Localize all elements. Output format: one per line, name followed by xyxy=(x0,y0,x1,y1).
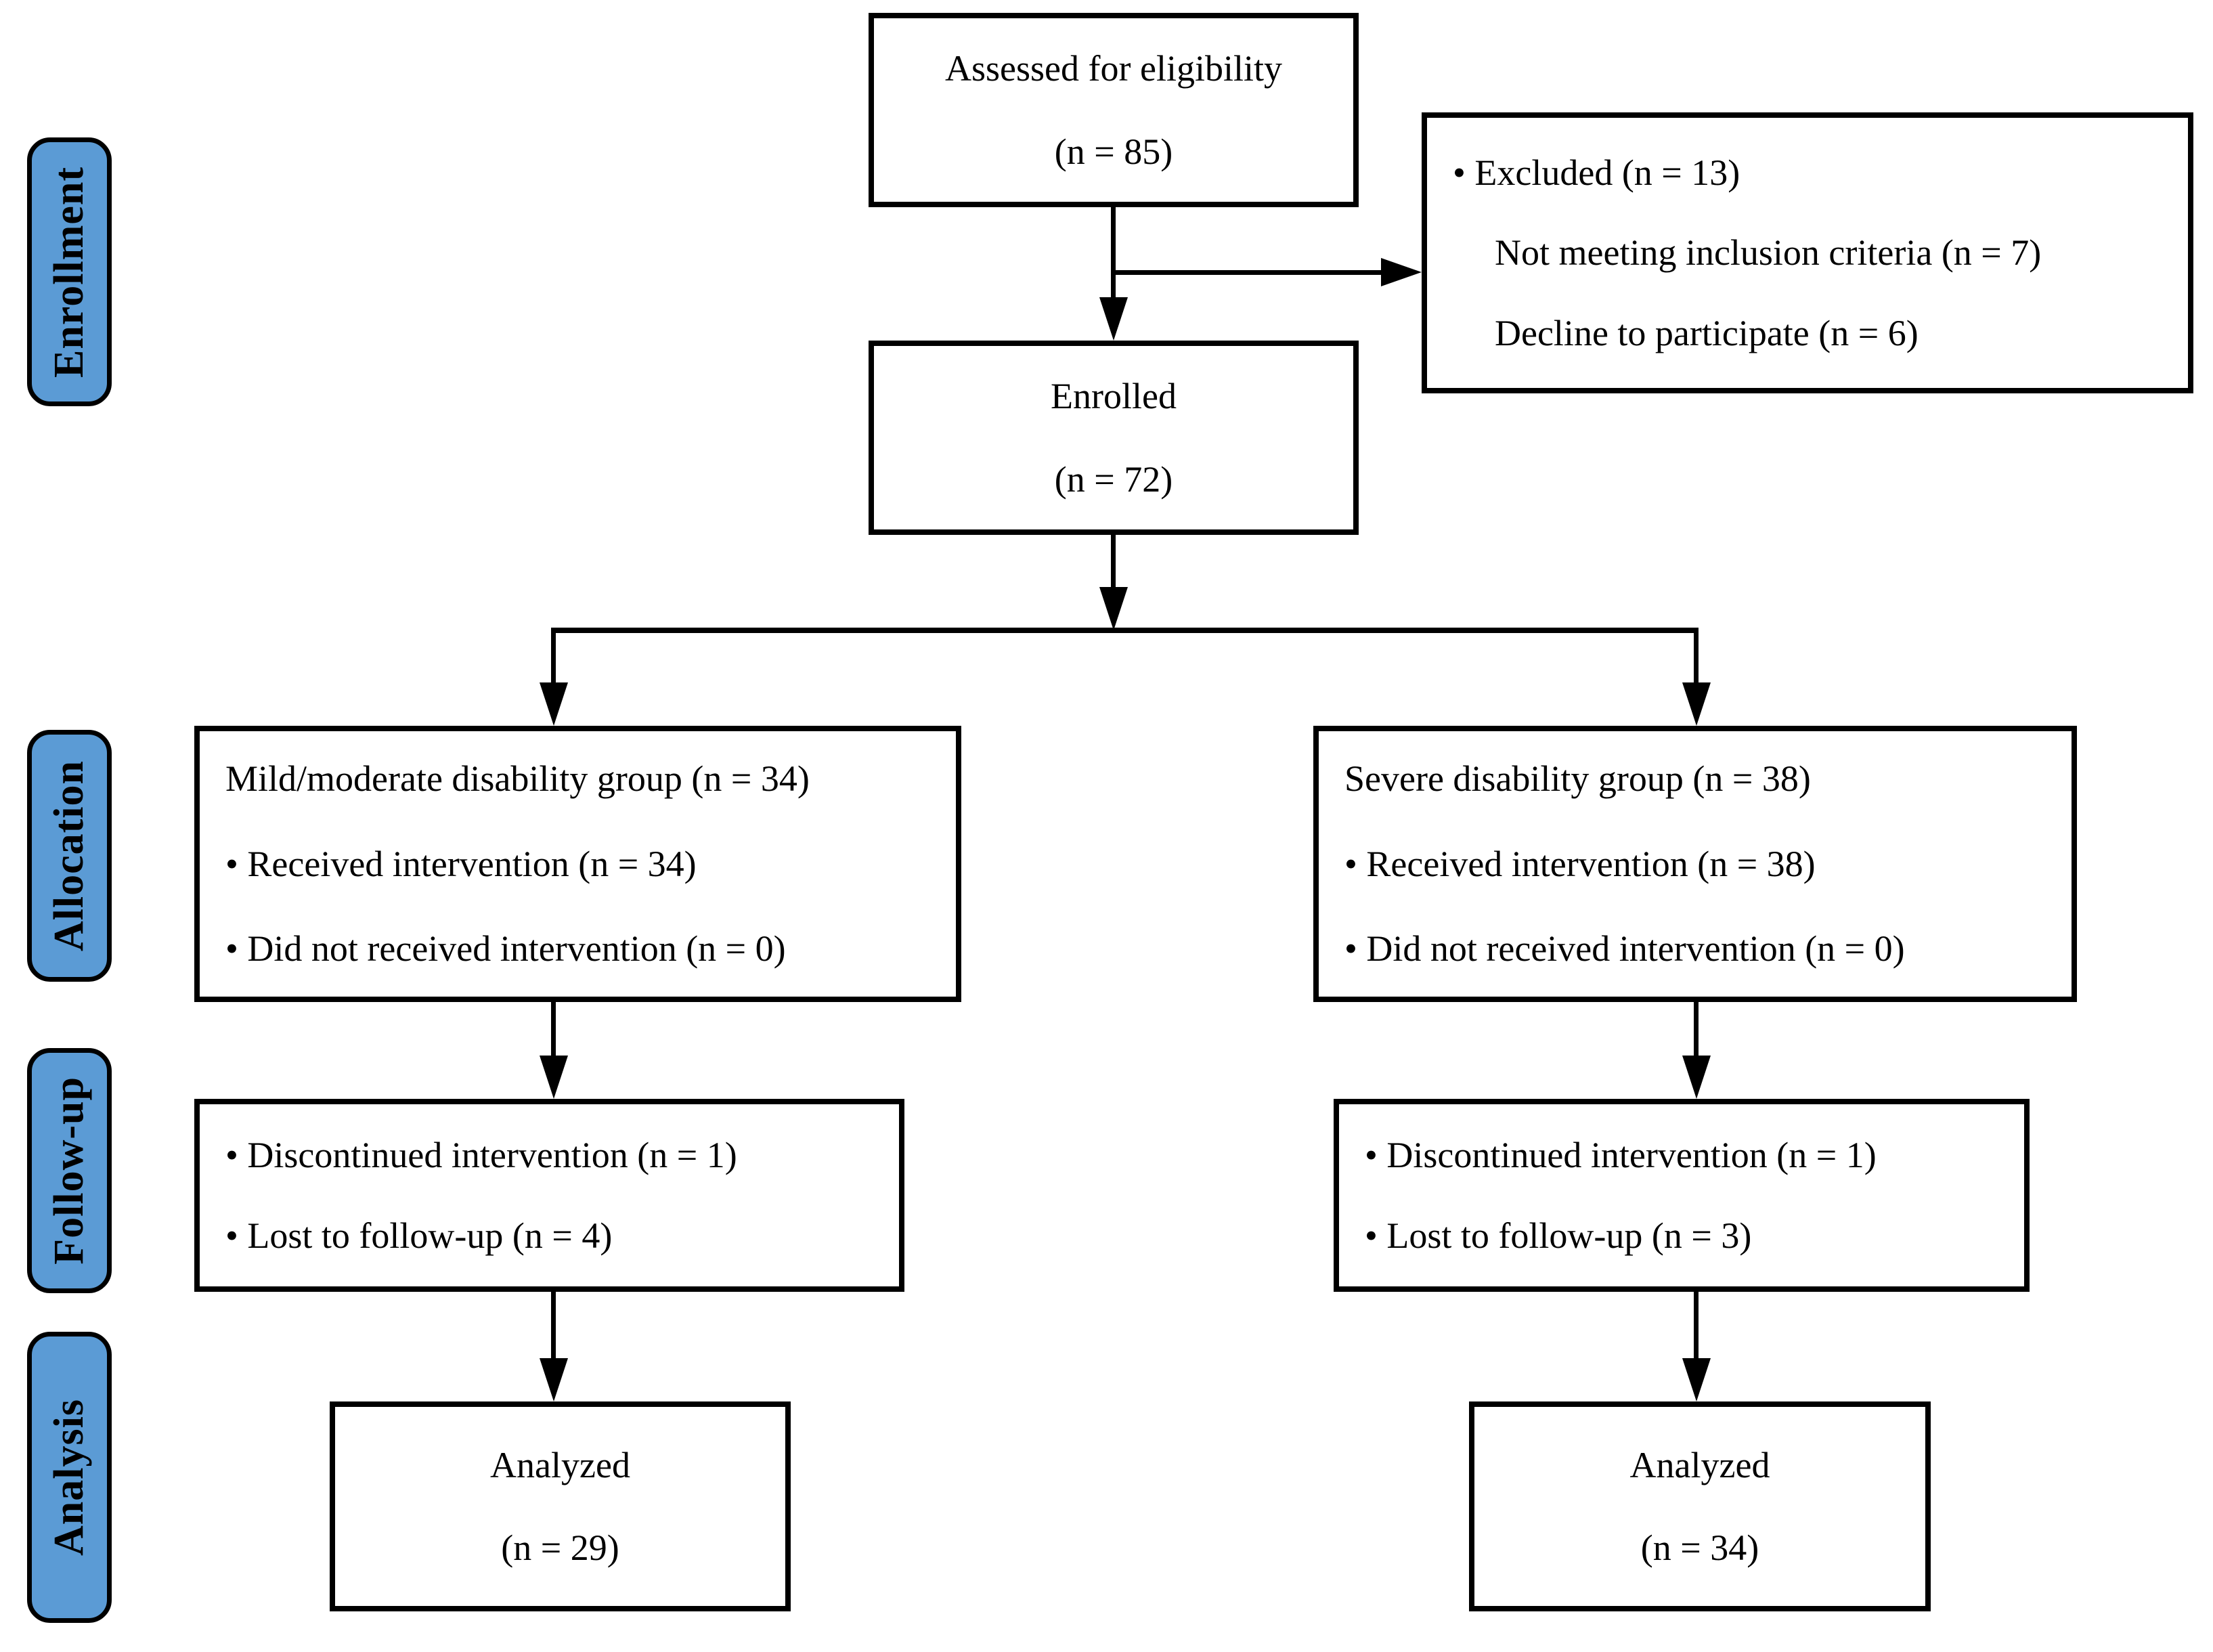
stage-label-allocation: Allocation xyxy=(27,730,112,982)
alloc-right-not-received: • Did not received intervention (n = 0) xyxy=(1344,928,1905,970)
followup-left-discontinued: • Discontinued intervention (n = 1) xyxy=(225,1135,737,1176)
excluded-reason-1: Not meeting inclusion criteria (n = 7) xyxy=(1495,232,2042,274)
split-bar xyxy=(551,628,1699,633)
analyzed-left-count: (n = 29) xyxy=(501,1527,619,1568)
connector-split-alloc-right xyxy=(1694,630,1699,684)
stage-label-enrollment: Enrollment xyxy=(27,137,112,406)
stage-label-allocation-text: Allocation xyxy=(46,760,92,952)
analyzed-right-title: Analyzed xyxy=(1629,1444,1770,1485)
enrolled-title: Enrolled xyxy=(1051,376,1177,417)
alloc-left-title: Mild/moderate disability group (n = 34) xyxy=(225,758,810,800)
connector-enrolled-split xyxy=(1111,535,1116,589)
followup-right-lost: • Lost to follow-up (n = 3) xyxy=(1365,1215,1752,1256)
assessed-count: (n = 85) xyxy=(1054,131,1173,172)
stage-label-enrollment-text: Enrollment xyxy=(46,166,92,378)
arrowhead-excluded xyxy=(1381,258,1422,286)
allocation-box-mild-moderate: Mild/moderate disability group (n = 34) … xyxy=(194,726,961,1002)
stage-label-followup: Follow-up xyxy=(27,1048,112,1293)
excluded-reason-2: Decline to participate (n = 6) xyxy=(1495,312,1919,353)
stage-label-analysis: Analysis xyxy=(27,1332,112,1623)
connector-assessed-enrolled xyxy=(1111,207,1116,299)
connector-alloc-followup-left xyxy=(551,1002,556,1056)
arrowhead-analyzed-right xyxy=(1682,1358,1711,1401)
analyzed-box-left: Analyzed (n = 29) xyxy=(330,1401,791,1611)
connector-split-alloc-left xyxy=(551,630,556,684)
excluded-box: • Excluded (n = 13) Not meeting inclusio… xyxy=(1422,112,2193,393)
arrowhead-analyzed-left xyxy=(540,1358,568,1401)
enrolled-box: Enrolled (n = 72) xyxy=(869,341,1359,535)
connector-followup-analyzed-right xyxy=(1694,1292,1699,1360)
followup-left-lost: • Lost to follow-up (n = 4) xyxy=(225,1215,613,1256)
excluded-title: • Excluded (n = 13) xyxy=(1453,152,1740,193)
arrowhead-alloc-right xyxy=(1682,682,1711,726)
arrowhead-followup-right xyxy=(1682,1056,1711,1099)
followup-right-discontinued: • Discontinued intervention (n = 1) xyxy=(1365,1135,1877,1176)
connector-followup-analyzed-left xyxy=(551,1292,556,1360)
analyzed-right-count: (n = 34) xyxy=(1640,1527,1759,1568)
assessed-title: Assessed for eligibility xyxy=(945,48,1282,89)
allocation-box-severe: Severe disability group (n = 38) • Recei… xyxy=(1313,726,2077,1002)
alloc-left-not-received: • Did not received intervention (n = 0) xyxy=(225,928,786,970)
arrowhead-enrolled xyxy=(1099,297,1128,341)
arrowhead-alloc-left xyxy=(540,682,568,726)
stage-label-followup-text: Follow-up xyxy=(46,1077,92,1265)
arrowhead-followup-left xyxy=(540,1056,568,1099)
stage-label-analysis-text: Analysis xyxy=(46,1399,92,1556)
followup-box-right: • Discontinued intervention (n = 1) • Lo… xyxy=(1334,1099,2030,1292)
analyzed-box-right: Analyzed (n = 34) xyxy=(1469,1401,1931,1611)
analyzed-left-title: Analyzed xyxy=(490,1444,630,1485)
alloc-right-title: Severe disability group (n = 38) xyxy=(1344,758,1811,800)
alloc-right-received: • Received intervention (n = 38) xyxy=(1344,843,1816,884)
connector-branch-excluded xyxy=(1111,270,1382,275)
enrolled-count: (n = 72) xyxy=(1054,458,1173,500)
connector-alloc-followup-right xyxy=(1694,1002,1699,1056)
alloc-left-received: • Received intervention (n = 34) xyxy=(225,843,697,884)
arrowhead-split xyxy=(1099,587,1128,630)
followup-box-left: • Discontinued intervention (n = 1) • Lo… xyxy=(194,1099,904,1292)
assessed-box: Assessed for eligibility (n = 85) xyxy=(869,13,1359,207)
